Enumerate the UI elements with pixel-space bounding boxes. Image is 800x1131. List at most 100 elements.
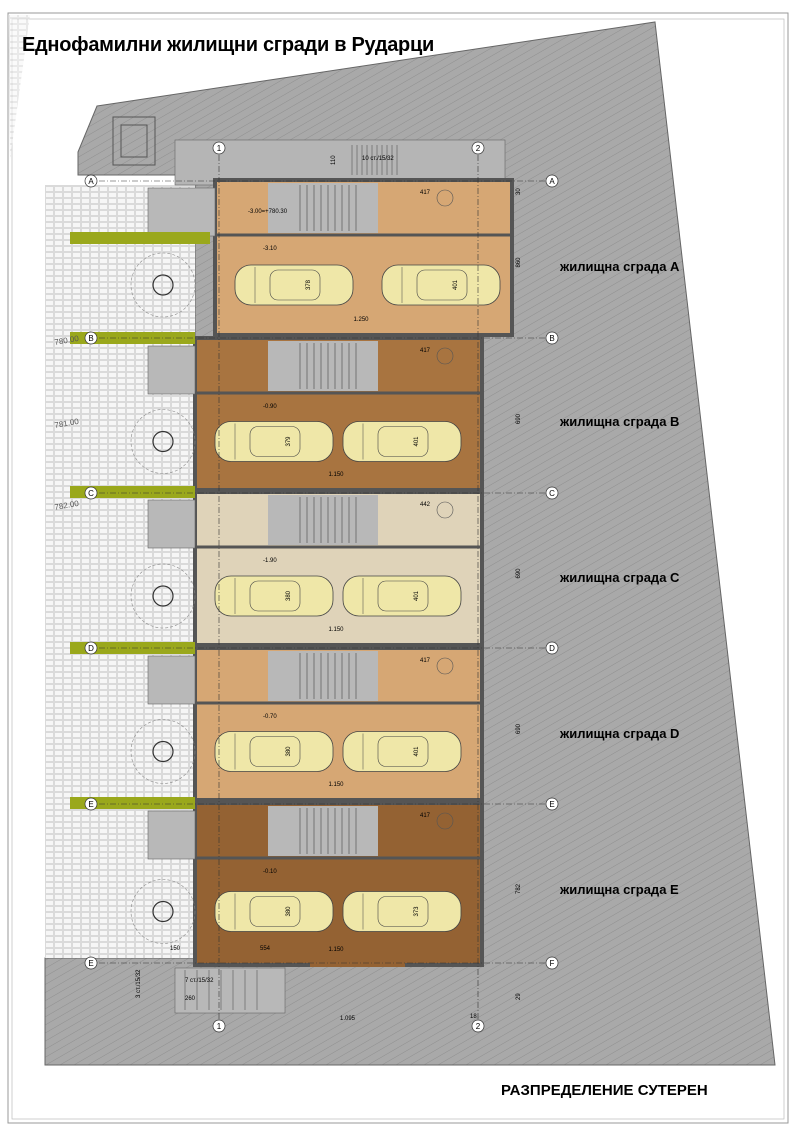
- level-mark: -0.70: [263, 714, 277, 720]
- dimension-label: 1.095: [340, 1016, 356, 1022]
- shaft-inner: [120, 124, 148, 158]
- dimension-label: 18: [470, 1014, 477, 1020]
- manhole-icon: [152, 900, 174, 923]
- dimension-label: 260: [185, 996, 196, 1002]
- height-dimension: 860: [516, 257, 522, 268]
- car-icon: [342, 421, 462, 462]
- axis-bubble-left: [84, 641, 98, 655]
- axis-bubble-right: [545, 486, 559, 500]
- elevation-label: 780.00: [54, 334, 80, 347]
- column-bubble: [471, 1019, 485, 1033]
- drawing-subtitle: РАЗПРЕДЕЛЕНИЕ СУТЕРЕН: [501, 1082, 708, 1099]
- green-strip: [70, 486, 195, 498]
- car-icon: [234, 264, 354, 306]
- toilet-icon: [436, 812, 454, 830]
- dimension-label: 417: [420, 348, 431, 354]
- manhole-icon: [152, 740, 174, 763]
- toilet-icon: [436, 347, 454, 365]
- dimension-label: 554: [260, 946, 271, 952]
- manhole-icon: [152, 430, 174, 453]
- axis-label-right: D: [549, 644, 555, 653]
- dimension-label: 3 ст./15/32: [136, 969, 142, 998]
- garage-width-label: 1.250: [354, 317, 370, 323]
- manhole-icon: [152, 274, 174, 296]
- axis-label-left: C: [88, 489, 94, 498]
- dimension-label: 442: [420, 502, 431, 508]
- column-label: 1: [217, 1022, 222, 1031]
- turning-circle: [130, 409, 196, 474]
- building-label-b: жилищна сграда B: [560, 414, 680, 429]
- axis-label-right: B: [549, 334, 554, 343]
- building-3-stairwell: [268, 651, 378, 701]
- height-dimension: 782: [516, 883, 522, 894]
- dimension-label: 30: [516, 188, 522, 195]
- dimension-label: 110: [331, 155, 337, 165]
- drawing-title: Еднофамилни жилищни сгради в Рударци: [22, 34, 434, 56]
- toilet-icon: [436, 657, 454, 675]
- height-dimension: 690: [516, 568, 522, 579]
- dimension-label: 417: [420, 658, 431, 664]
- dimension-label: 380: [286, 590, 292, 601]
- outer-frame: [7, 12, 789, 1124]
- car-roof: [377, 736, 429, 767]
- building-3-entrance: [147, 655, 196, 705]
- garage-width-label: 1.150: [329, 627, 345, 633]
- car-roof: [249, 736, 301, 767]
- inner-frame: [11, 18, 785, 1120]
- column-bubble: [471, 141, 485, 155]
- dimension-label: 380: [286, 906, 292, 917]
- neighbour-paving: [8, 15, 30, 160]
- height-dimension: 690: [516, 723, 522, 734]
- car-roof: [269, 269, 321, 301]
- column-bubble: [212, 141, 226, 155]
- axis-bubble-left: [84, 956, 98, 970]
- axis-bubble-right: [545, 797, 559, 811]
- axis-label-right: E: [549, 800, 554, 809]
- top-entrance-area: [174, 139, 506, 186]
- car-icon: [342, 575, 462, 617]
- axis-bubble-left: [84, 331, 98, 345]
- car-roof: [377, 580, 429, 612]
- axis-label-left: E: [88, 800, 93, 809]
- axis-bubble-right: [545, 174, 559, 188]
- car-roof: [416, 269, 468, 301]
- garage-width-label: 1.150: [329, 782, 345, 788]
- axis-bubble-left: [84, 174, 98, 188]
- axis-label-right: A: [549, 177, 555, 186]
- axis-label-right: C: [549, 489, 555, 498]
- axis-bubble-left: [84, 486, 98, 500]
- axis-bubble-left: [84, 797, 98, 811]
- level-mark: -3.10: [263, 246, 277, 252]
- dimension-label: 401: [414, 590, 420, 601]
- height-dimension: 690: [516, 413, 522, 424]
- level-mark: -0.10: [263, 869, 277, 875]
- building-0-stairwell: [268, 183, 378, 233]
- axis-bubble-right: [545, 331, 559, 345]
- building-1-stairwell: [268, 341, 378, 391]
- garage-width-label: 1.150: [329, 947, 345, 953]
- building-label-d: жилищна сграда D: [560, 726, 680, 741]
- toilet-icon: [436, 189, 454, 207]
- dimension-label: 373: [414, 906, 420, 917]
- car-icon: [214, 421, 334, 462]
- car-icon: [214, 575, 334, 617]
- building-4-stairwell: [268, 806, 378, 856]
- car-icon: [381, 264, 501, 306]
- turning-circle: [130, 252, 196, 318]
- building-e-annex: [310, 955, 405, 967]
- dimension-label: 7 ст./15/32: [185, 978, 214, 984]
- garage-width-label: 1.150: [329, 472, 345, 478]
- turning-circle: [130, 563, 196, 629]
- column-label: 1: [217, 144, 222, 153]
- axis-label-left: B: [88, 334, 93, 343]
- building-2-entrance: [147, 499, 196, 549]
- building-0-entrance: [147, 187, 216, 237]
- level-mark: -1.90: [263, 558, 277, 564]
- elevation-label: 781.00: [54, 417, 80, 430]
- building-2-stairwell: [268, 495, 378, 545]
- axis-bubble-right: [545, 641, 559, 655]
- dimension-label: 29: [516, 993, 522, 1000]
- building-1-entrance: [147, 345, 196, 395]
- bottom-stairs: [174, 967, 286, 1014]
